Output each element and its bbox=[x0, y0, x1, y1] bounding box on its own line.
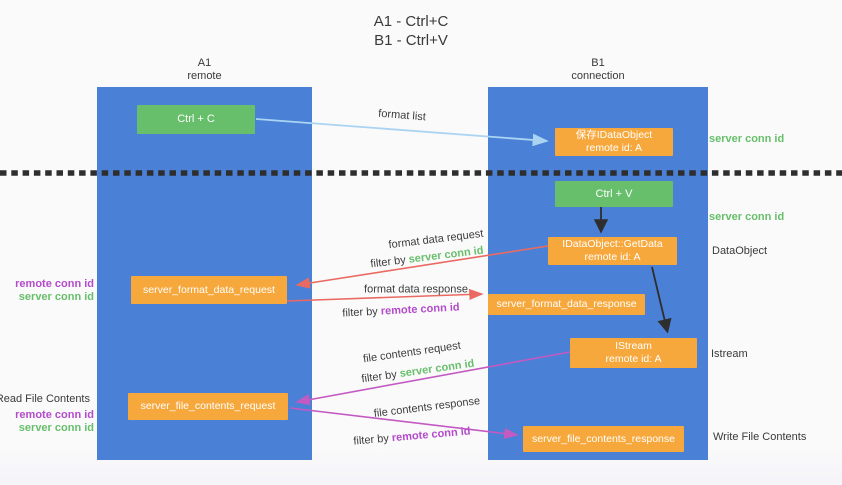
filter-by-prefix: filter by bbox=[369, 254, 407, 271]
column-a-header: A1 remote bbox=[97, 57, 312, 83]
write-file-contents-label: Write File Contents bbox=[713, 431, 807, 443]
ctrl-v-label: Ctrl + V bbox=[595, 187, 633, 200]
filter-by-prefix: filter by bbox=[360, 368, 398, 386]
istream-box: IStream remote id: A bbox=[570, 338, 697, 368]
save-idataobject-line2: remote id: A bbox=[585, 142, 643, 154]
server-conn-id-label-top: server conn id bbox=[709, 133, 785, 145]
ctrl-c-label: Ctrl + C bbox=[177, 113, 215, 125]
istream-line2: remote id: A bbox=[605, 353, 662, 365]
istream-label: Istream bbox=[711, 348, 748, 360]
filter-by-value-server-conn-id: server conn id bbox=[398, 357, 476, 380]
column-b-role: connection bbox=[571, 70, 625, 82]
format-data-request-filter-label: filter by server conn id bbox=[370, 245, 484, 272]
getdata-line1: IDataObject::GetData bbox=[562, 238, 663, 250]
column-a-role: remote bbox=[187, 70, 222, 82]
dataobject-label: DataObject bbox=[712, 245, 768, 257]
format-data-response-filter-label: filter by remote conn id bbox=[342, 301, 460, 320]
format-remote-conn-id-label: remote conn id bbox=[15, 278, 94, 290]
read-file-contents-label: Read File Contents bbox=[0, 393, 90, 405]
column-b-header: B1 connection bbox=[488, 57, 708, 83]
server-format-data-request-box: server_format_data_request bbox=[131, 276, 287, 304]
file-contents-response-arrow-label: file contents response bbox=[373, 395, 481, 420]
filter-by-prefix: filter by bbox=[352, 432, 390, 448]
file-contents-response-filter-label: filter by remote conn id bbox=[353, 425, 471, 448]
save-idataobject-box: 保存IDataObject remote id: A bbox=[555, 128, 673, 156]
server-conn-id-label-mid: server conn id bbox=[709, 211, 785, 223]
title-line-a1: A1 - Ctrl+C bbox=[373, 13, 449, 30]
server-file-contents-response-label: server_file_contents_response bbox=[531, 432, 675, 445]
file-remote-conn-id-label: remote conn id bbox=[15, 409, 94, 421]
server-format-data-request-label: server_format_data_request bbox=[143, 283, 275, 296]
getdata-line2: remote id: A bbox=[584, 251, 641, 263]
format-list-arrow-label: format list bbox=[377, 107, 427, 124]
server-file-contents-response-box: server_file_contents_response bbox=[523, 426, 684, 452]
title-line-b1: B1 - Ctrl+V bbox=[374, 32, 448, 49]
ctrl-c-box: Ctrl + C bbox=[137, 105, 255, 134]
filter-by-prefix: filter by bbox=[342, 305, 379, 320]
server-format-data-response-label: server_format_data_response bbox=[496, 298, 637, 310]
format-server-conn-id-label: server conn id bbox=[18, 291, 94, 303]
file-server-conn-id-label: server conn id bbox=[18, 422, 94, 434]
server-format-data-response-box: server_format_data_response bbox=[488, 294, 645, 315]
server-file-contents-request-label: server_file_contents_request bbox=[140, 400, 276, 412]
server-file-contents-request-box: server_file_contents_request bbox=[128, 393, 288, 420]
ctrl-v-box: Ctrl + V bbox=[555, 181, 673, 207]
save-idataobject-line1: 保存IDataObject bbox=[575, 129, 653, 141]
format-data-response-arrow-label: format data response bbox=[364, 283, 468, 296]
getdata-box: IDataObject::GetData remote id: A bbox=[548, 237, 677, 265]
column-b-id: B1 bbox=[591, 57, 605, 69]
filter-by-value-remote-conn-id: remote conn id bbox=[380, 301, 460, 318]
diagram-title: A1 - Ctrl+C B1 - Ctrl+V bbox=[311, 12, 511, 50]
column-a-id: A1 bbox=[197, 57, 212, 69]
istream-line1: IStream bbox=[615, 340, 652, 352]
filter-by-value-remote-conn-id: remote conn id bbox=[391, 425, 471, 445]
